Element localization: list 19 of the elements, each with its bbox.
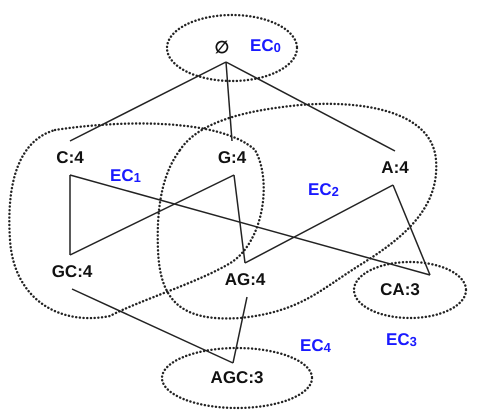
connector-line xyxy=(70,174,234,256)
connector-line xyxy=(72,288,234,364)
connector-line xyxy=(244,184,394,264)
connector-line xyxy=(392,184,431,276)
connector-line xyxy=(69,175,71,255)
connector-line xyxy=(225,62,233,142)
connector-line xyxy=(70,174,430,276)
node-label: AG:4 xyxy=(213,263,277,297)
connector-line xyxy=(226,61,396,152)
node-label: CA:3 xyxy=(370,275,430,305)
node-label: G:4 xyxy=(207,141,257,175)
connector-line xyxy=(70,61,226,142)
node-label: AGC:3 xyxy=(200,363,274,393)
node-label: GC:4 xyxy=(40,255,104,289)
connector-line xyxy=(233,174,246,264)
connector-line xyxy=(232,296,248,364)
node-label: ∅ xyxy=(210,32,234,62)
node-label: C:4 xyxy=(45,141,95,175)
node-label: A:4 xyxy=(370,151,420,185)
